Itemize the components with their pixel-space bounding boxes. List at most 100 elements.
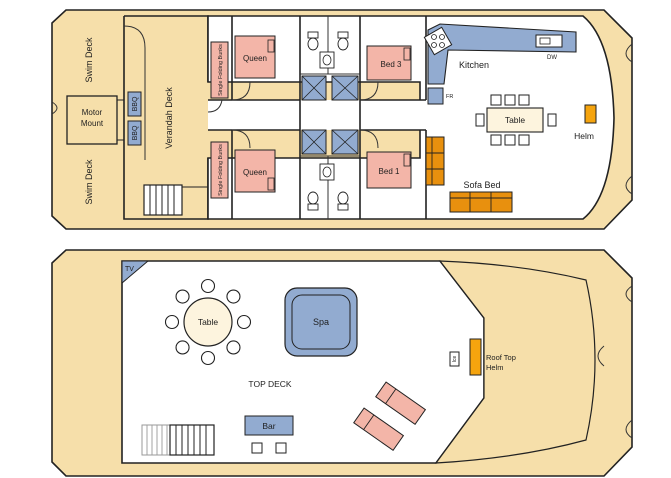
hull-notch xyxy=(625,285,633,303)
chair xyxy=(200,278,216,294)
hull-notch xyxy=(51,101,58,115)
sofa-bed xyxy=(449,191,513,213)
chair xyxy=(226,289,241,304)
round-table-set: Table xyxy=(164,278,252,366)
swim-deck-bottom-label: Swim Deck xyxy=(84,159,94,205)
tv-label: TV xyxy=(125,266,134,273)
dining-table-label: Table xyxy=(505,115,526,125)
chair xyxy=(175,289,190,304)
bar-label: Bar xyxy=(262,421,275,431)
stairs-lower xyxy=(143,184,208,216)
chair xyxy=(490,94,502,106)
verandah-railing-arc xyxy=(123,25,146,160)
roof-top-helm-label-2: Helm xyxy=(486,363,504,372)
motor-mount-label-1: Motor xyxy=(82,108,103,117)
queen-top-label: Queen xyxy=(243,54,267,63)
dining-set: Table xyxy=(475,94,557,146)
motor-mount-label-2: Mount xyxy=(81,119,104,128)
bed3-label: Bed 3 xyxy=(381,60,402,69)
motor-mount xyxy=(66,95,118,145)
chair xyxy=(490,134,502,146)
round-table xyxy=(183,297,233,347)
fridge xyxy=(427,87,444,105)
chair xyxy=(236,314,252,330)
bbq-2 xyxy=(127,120,142,146)
door-swing xyxy=(207,99,223,113)
sun-lounger xyxy=(375,381,427,426)
door-swing xyxy=(359,81,379,101)
bunks-top-label: Single Folding Bunks xyxy=(218,44,224,96)
kitchen-sink-icon xyxy=(535,34,563,48)
chair xyxy=(175,340,190,355)
bar-stool xyxy=(251,442,263,454)
toilet-icon xyxy=(307,31,319,51)
chair xyxy=(226,340,241,355)
shower xyxy=(301,75,327,101)
door-swing xyxy=(231,129,251,149)
swim-deck-top-label: Swim Deck xyxy=(84,37,94,83)
top-deck: TV Table Spa TOP DECK Ice Roof Top Helm … xyxy=(51,249,633,477)
top-deck-label: TOP DECK xyxy=(248,379,291,389)
hull-notch xyxy=(597,345,605,367)
bunks-bottom-label: Single Folding Bunks xyxy=(218,144,224,196)
chair xyxy=(504,134,516,146)
stairs-top xyxy=(141,424,215,456)
fr-label: FR xyxy=(446,94,453,100)
sink-icon xyxy=(319,163,335,181)
side-sofa xyxy=(425,136,445,186)
kitchen-label: Kitchen xyxy=(459,60,489,70)
tv-icon xyxy=(121,260,150,285)
roof-top-area xyxy=(434,260,596,464)
dw-label: DW xyxy=(547,55,557,61)
chair xyxy=(164,314,180,330)
helm-label: Helm xyxy=(574,131,594,141)
shower xyxy=(331,75,359,101)
bunks-top xyxy=(210,41,229,99)
hull-notch xyxy=(625,419,633,439)
dining-table xyxy=(486,107,544,133)
toilet-icon xyxy=(337,31,349,51)
bbq-2-label: BBQ xyxy=(132,125,139,140)
chair xyxy=(200,350,216,366)
chair xyxy=(475,113,485,127)
pillow xyxy=(267,39,275,53)
pillow xyxy=(403,153,411,167)
toilet-icon xyxy=(307,191,319,211)
chair xyxy=(547,113,557,127)
bar xyxy=(244,415,294,436)
bed1-label: Bed 1 xyxy=(379,167,400,176)
bbq-1 xyxy=(127,91,142,117)
queen-bottom-label: Queen xyxy=(243,168,267,177)
pillow xyxy=(403,47,411,61)
round-table-label: Table xyxy=(198,317,219,327)
interior-floor xyxy=(207,15,615,220)
door-swing xyxy=(359,129,379,149)
hull-notch xyxy=(625,43,633,63)
chair xyxy=(518,134,530,146)
bunks-bottom xyxy=(210,141,229,199)
pillow xyxy=(267,177,275,191)
spa xyxy=(284,287,358,357)
stove-icon xyxy=(423,26,453,56)
shower xyxy=(331,129,359,155)
ice-box xyxy=(449,351,460,367)
chair xyxy=(504,94,516,106)
shower xyxy=(301,129,327,155)
corridor xyxy=(208,100,426,130)
sink-icon xyxy=(319,51,335,69)
roof-top-helm-label-1: Roof Top xyxy=(486,353,516,362)
lower-deck: Motor Mount Swim Deck Swim Deck Verandah… xyxy=(51,9,633,230)
sofa-bed-label: Sofa Bed xyxy=(463,180,500,190)
helm xyxy=(584,104,597,124)
toilet-icon xyxy=(337,191,349,211)
sun-lounger xyxy=(353,407,405,452)
roof-top-helm xyxy=(469,338,482,376)
door-swing xyxy=(231,81,251,101)
spa-label: Spa xyxy=(313,317,329,327)
ice-label: Ice xyxy=(452,355,458,362)
chair xyxy=(518,94,530,106)
bbq-1-label: BBQ xyxy=(132,96,139,111)
hull-notch xyxy=(625,175,633,195)
verandah-deck-label: Verandah Deck xyxy=(164,87,174,149)
